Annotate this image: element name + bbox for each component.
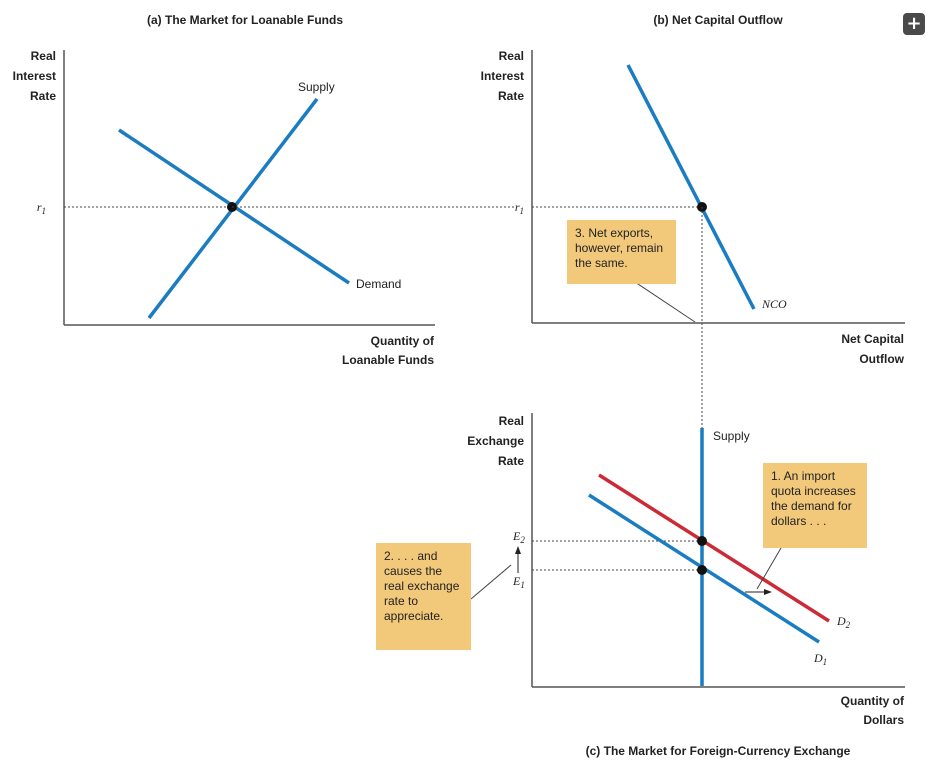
panel-c-new-equilibrium-point (697, 536, 707, 546)
note2-line1: 2. . . . and (384, 549, 438, 563)
note2-line3: real exchange (384, 579, 460, 593)
panel-b-y-label-line1: Real (499, 49, 524, 63)
panel-b-x-label-line1: Net Capital (841, 332, 904, 346)
panel-c-old-equilibrium-point (697, 565, 707, 575)
note1-line3: the demand for (771, 499, 852, 513)
note3-line1: 3. Net exports, (575, 226, 654, 240)
panel-a-demand-label: Demand (356, 277, 401, 291)
panel-c-title: (c) The Market for Foreign-Currency Exch… (586, 744, 851, 758)
panel-b-nco-label: NCO (761, 297, 787, 311)
note2-leader-line (470, 564, 512, 600)
panel-a-y-label-line3: Rate (30, 89, 56, 103)
panel-c-x-label-line1: Quantity of (841, 694, 905, 708)
panel-c-y-label-line3: Rate (498, 454, 524, 468)
panel-b: (b) Net Capital Outflow Real Interest Ra… (481, 13, 905, 428)
panel-a-x-label-line2: Loanable Funds (342, 353, 434, 367)
panel-b-x-label-line2: Outflow (859, 352, 904, 366)
panel-b-y-label-line2: Interest (481, 69, 524, 83)
note-2-appreciate: 2. . . . and causes the real exchange ra… (376, 543, 471, 650)
note2-line5: appreciate. (384, 609, 444, 623)
panel-a-title: (a) The Market for Loanable Funds (147, 13, 343, 27)
panel-a-r1-label: r1 (37, 200, 46, 216)
panel-a-y-label-line2: Interest (13, 69, 56, 83)
panel-a-supply-label: Supply (298, 80, 335, 94)
note-3-net-exports: 3. Net exports, however, remain the same… (567, 220, 676, 284)
panel-c-x-label-line2: Dollars (863, 713, 904, 727)
note2-line2: causes the (384, 564, 443, 578)
note3-line2: however, remain (575, 241, 664, 255)
note1-line4: dollars . . . (771, 514, 827, 528)
panel-c-shift-arrowhead (764, 589, 772, 595)
panel-b-y-label-line3: Rate (498, 89, 524, 103)
panel-c-appreciation-arrowhead (515, 546, 521, 554)
panel-a-x-label-line1: Quantity of (371, 334, 435, 348)
note1-line2: quota increases (771, 484, 856, 498)
note3-line3: the same. (575, 256, 628, 270)
note1-line1: 1. An import (771, 469, 836, 483)
panel-c: (c) The Market for Foreign-Currency Exch… (467, 413, 905, 758)
panel-b-nco-curve (626, 64, 756, 310)
panel-b-r1-label: r1 (515, 200, 524, 216)
panel-c-e1-label: E1 (512, 574, 525, 590)
note1-leader-line (756, 547, 782, 590)
panel-c-d2-label: D2 (836, 614, 851, 630)
panel-c-demand-d2-curve (598, 473, 830, 623)
note3-leader-line (631, 279, 696, 323)
panel-a: (a) The Market for Loanable Funds Real I… (13, 13, 515, 367)
panel-c-supply-label: Supply (713, 429, 750, 443)
panel-c-d1-label: D1 (813, 651, 827, 667)
panel-b-title: (b) Net Capital Outflow (653, 13, 783, 27)
note2-line4: rate to (384, 594, 419, 608)
note-1-import-quota: 1. An import quota increases the demand … (763, 463, 867, 548)
panel-c-y-label-line2: Exchange (467, 434, 524, 448)
panel-c-y-label-line1: Real (499, 414, 524, 428)
panel-c-e2-label: E2 (512, 529, 525, 545)
panel-a-y-label-line1: Real (31, 49, 56, 63)
plus-icon[interactable]: + (903, 13, 925, 35)
